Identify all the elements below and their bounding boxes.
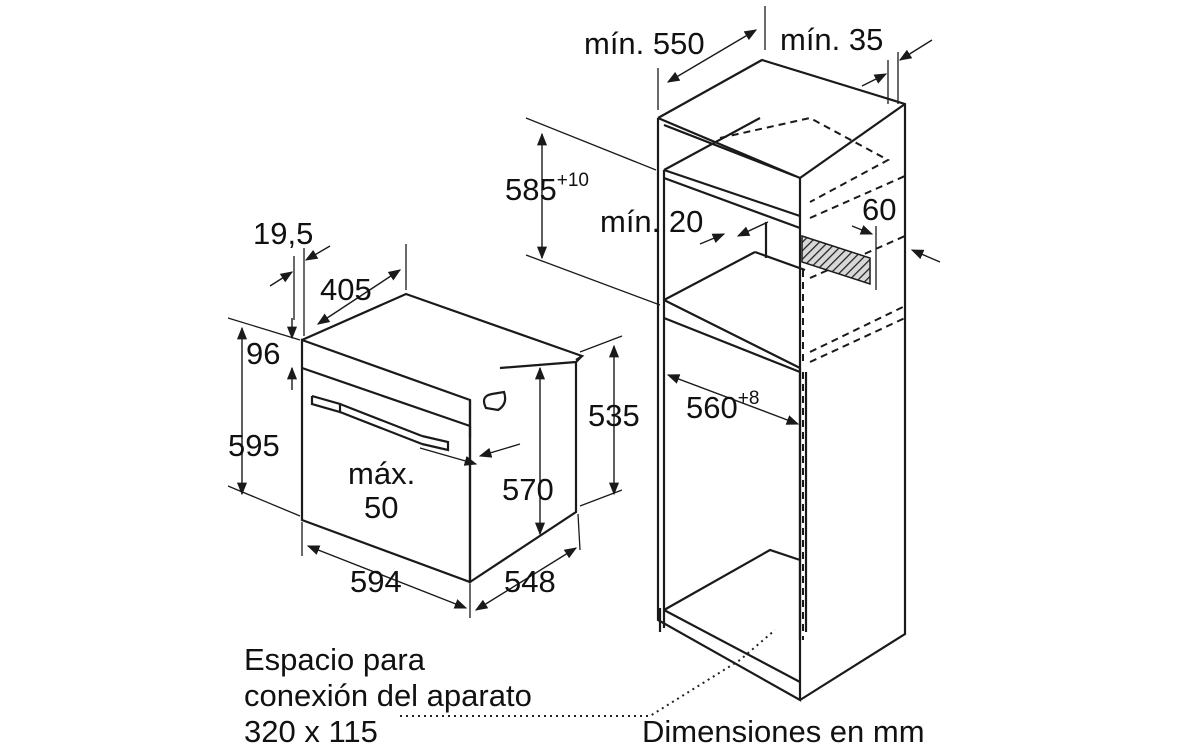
label-oven-96: 96 <box>246 336 280 371</box>
label-oven-570: 570 <box>502 472 554 507</box>
label-oven-595: 595 <box>228 428 280 463</box>
cabinet-drawing <box>656 58 907 702</box>
caption-line-2: conexión del aparato <box>244 678 532 713</box>
label-oven-max-line1: máx. <box>348 456 415 491</box>
label-niche-width: 560+8 <box>686 388 759 425</box>
label-niche-height-tolerance: +10 <box>557 170 589 191</box>
label-cabinet-min-35: mín. 35 <box>780 22 883 57</box>
label-oven-19-5: 19,5 <box>253 216 313 251</box>
label-niche-width-tolerance: +8 <box>738 388 760 409</box>
label-niche-width-value: 560 <box>686 390 738 425</box>
label-oven-405: 405 <box>320 272 372 307</box>
label-oven-535: 535 <box>588 398 640 433</box>
label-niche-height-value: 585 <box>505 172 557 207</box>
cabinet-dimension-lines <box>400 6 941 717</box>
label-oven-548: 548 <box>504 564 556 599</box>
caption-line-3: 320 x 115 <box>244 714 378 749</box>
units-note: Dimensiones en mm <box>642 714 925 749</box>
label-niche-height: 585+10 <box>505 170 589 207</box>
label-cabinet-min-550: mín. 550 <box>584 26 705 61</box>
label-vent-60: 60 <box>862 192 896 227</box>
oven-dimension-lines <box>227 244 623 618</box>
caption-line-1: Espacio para <box>244 642 426 677</box>
label-oven-594: 594 <box>350 564 402 599</box>
label-oven-max-line2: 50 <box>364 490 398 525</box>
label-min-20: mín. 20 <box>600 204 703 239</box>
